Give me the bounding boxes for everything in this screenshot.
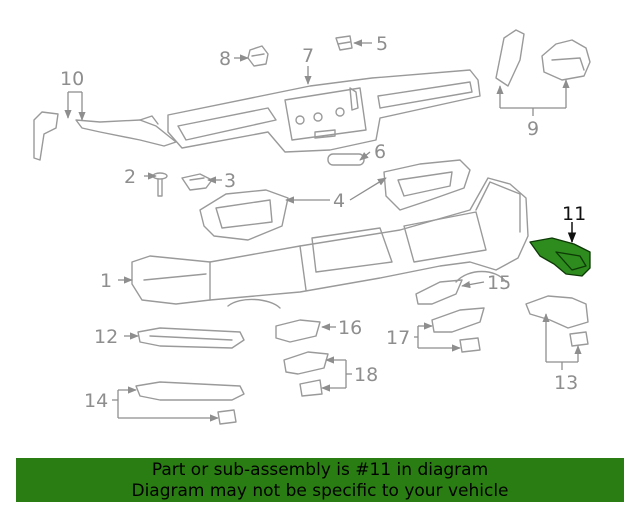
part-4-mount-brackets[interactable] — [199, 159, 471, 241]
callout-4: 4 — [333, 190, 345, 212]
callout-12: 12 — [94, 326, 118, 348]
part-18-bracket-set[interactable] — [283, 351, 329, 397]
part-16-bracket[interactable] — [275, 319, 321, 343]
part-8-clip[interactable] — [247, 45, 269, 67]
parts-diagram-svg: 8 7 5 6 10 9 2 3 4 1 11 15 12 16 17 18 1… — [33, 29, 591, 425]
part-10-side-brackets[interactable] — [33, 111, 177, 161]
callout-1: 1 — [100, 270, 112, 292]
callout-8: 8 — [219, 48, 231, 70]
part-14-step-trim-set[interactable] — [135, 381, 245, 425]
part-9-corner-brackets[interactable] — [495, 29, 591, 87]
part-12-step-trim[interactable] — [137, 327, 245, 349]
callout-15: 15 — [487, 272, 511, 294]
part-5-clip[interactable] — [335, 35, 353, 51]
part-11-corner-bracket-highlighted[interactable] — [529, 237, 591, 277]
callout-14: 14 — [84, 390, 108, 412]
parts-diagram: 8 7 5 6 10 9 2 3 4 1 11 15 12 16 17 18 1… — [33, 29, 591, 425]
leader-lines — [64, 39, 582, 422]
info-banner: Part or sub-assembly is #11 in diagram D… — [16, 458, 624, 502]
callout-10: 10 — [60, 68, 84, 90]
banner-line-2: Diagram may not be specific to your vehi… — [131, 481, 509, 501]
part-15-bracket[interactable] — [415, 279, 463, 305]
callout-11: 11 — [562, 203, 586, 225]
part-7-step-pad[interactable] — [167, 69, 481, 153]
callout-16: 16 — [338, 317, 362, 339]
callout-6: 6 — [374, 141, 386, 163]
callout-3: 3 — [224, 170, 236, 192]
part-3-nut-clip[interactable] — [181, 173, 213, 191]
part-13-bracket-set[interactable] — [525, 295, 589, 347]
banner-line-1: Part or sub-assembly is #11 in diagram — [151, 460, 489, 480]
callout-13: 13 — [554, 372, 578, 394]
callout-5: 5 — [376, 33, 388, 55]
part-1-bumper-face-bar[interactable] — [131, 177, 529, 309]
callout-17: 17 — [386, 327, 410, 349]
part-17-bracket-set[interactable] — [431, 307, 485, 353]
callout-2: 2 — [124, 166, 136, 188]
callout-18: 18 — [354, 364, 378, 386]
part-6-license-lamp[interactable] — [327, 153, 365, 166]
callout-9: 9 — [527, 118, 539, 140]
callout-labels: 8 7 5 6 10 9 2 3 4 1 11 15 12 16 17 18 1… — [60, 33, 586, 412]
callout-7: 7 — [302, 45, 314, 67]
